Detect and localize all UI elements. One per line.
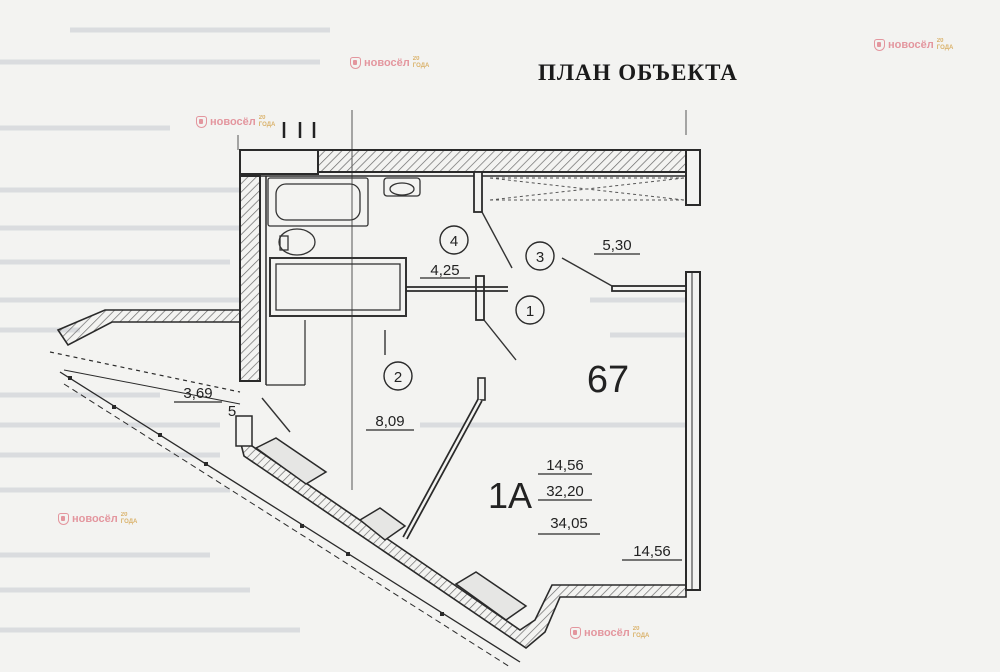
wall-right [685, 149, 701, 591]
room-area-living: 14,56 [633, 543, 671, 560]
bathroom-fixtures [267, 177, 421, 317]
wall-left [239, 175, 306, 386]
door-swings [261, 211, 613, 433]
area-total: 32,20 [546, 483, 584, 500]
storage-niche [489, 177, 685, 201]
windows [235, 415, 528, 621]
room-number-4: 4 [450, 233, 458, 250]
room-number-3: 3 [536, 249, 544, 266]
apartment-number: 67 [587, 359, 629, 401]
room-marker-4-circle [439, 225, 469, 255]
room-area-5: 3,69 [183, 385, 212, 402]
watermark-icon [570, 627, 581, 639]
room-area-4: 4,25 [430, 262, 459, 279]
wall-top [239, 149, 687, 177]
watermark-brand: новосёл [72, 513, 118, 525]
room-marker-2-circle [383, 361, 413, 391]
area-underlines [174, 253, 682, 561]
watermark-brand: новосёл [888, 39, 934, 51]
watermark-brand: новосёл [210, 116, 256, 128]
watermark-icon [196, 116, 207, 128]
room-number-2: 2 [394, 369, 402, 386]
apartment-type: 1А [488, 475, 532, 516]
room-marker-1-circle [515, 295, 545, 325]
watermark-icon [350, 57, 361, 69]
plan-title: ПЛАН ОБЪЕКТА [538, 60, 738, 85]
room-area-3: 5,30 [602, 237, 631, 254]
partition-walls [406, 171, 687, 321]
watermark-icon [58, 513, 69, 525]
watermark-brand: новосёл [584, 627, 630, 639]
room-area-2: 8,09 [375, 413, 404, 430]
background-text-bleed [0, 27, 700, 633]
area-living: 14,56 [546, 457, 584, 474]
area-with-balcony: 34,05 [550, 515, 588, 532]
watermark-icon [874, 39, 885, 51]
room-number-5: 5 [228, 403, 236, 420]
room-number-1: 1 [526, 303, 534, 320]
room-marker-3-circle [525, 241, 555, 271]
reference-lines [237, 110, 687, 490]
top-marker-ticks [282, 122, 316, 138]
watermark-brand: новосёл [364, 57, 410, 69]
balcony-wall [49, 309, 241, 405]
room-markers [383, 225, 555, 391]
living-room-door [402, 377, 486, 540]
outer-ticks [68, 376, 444, 616]
